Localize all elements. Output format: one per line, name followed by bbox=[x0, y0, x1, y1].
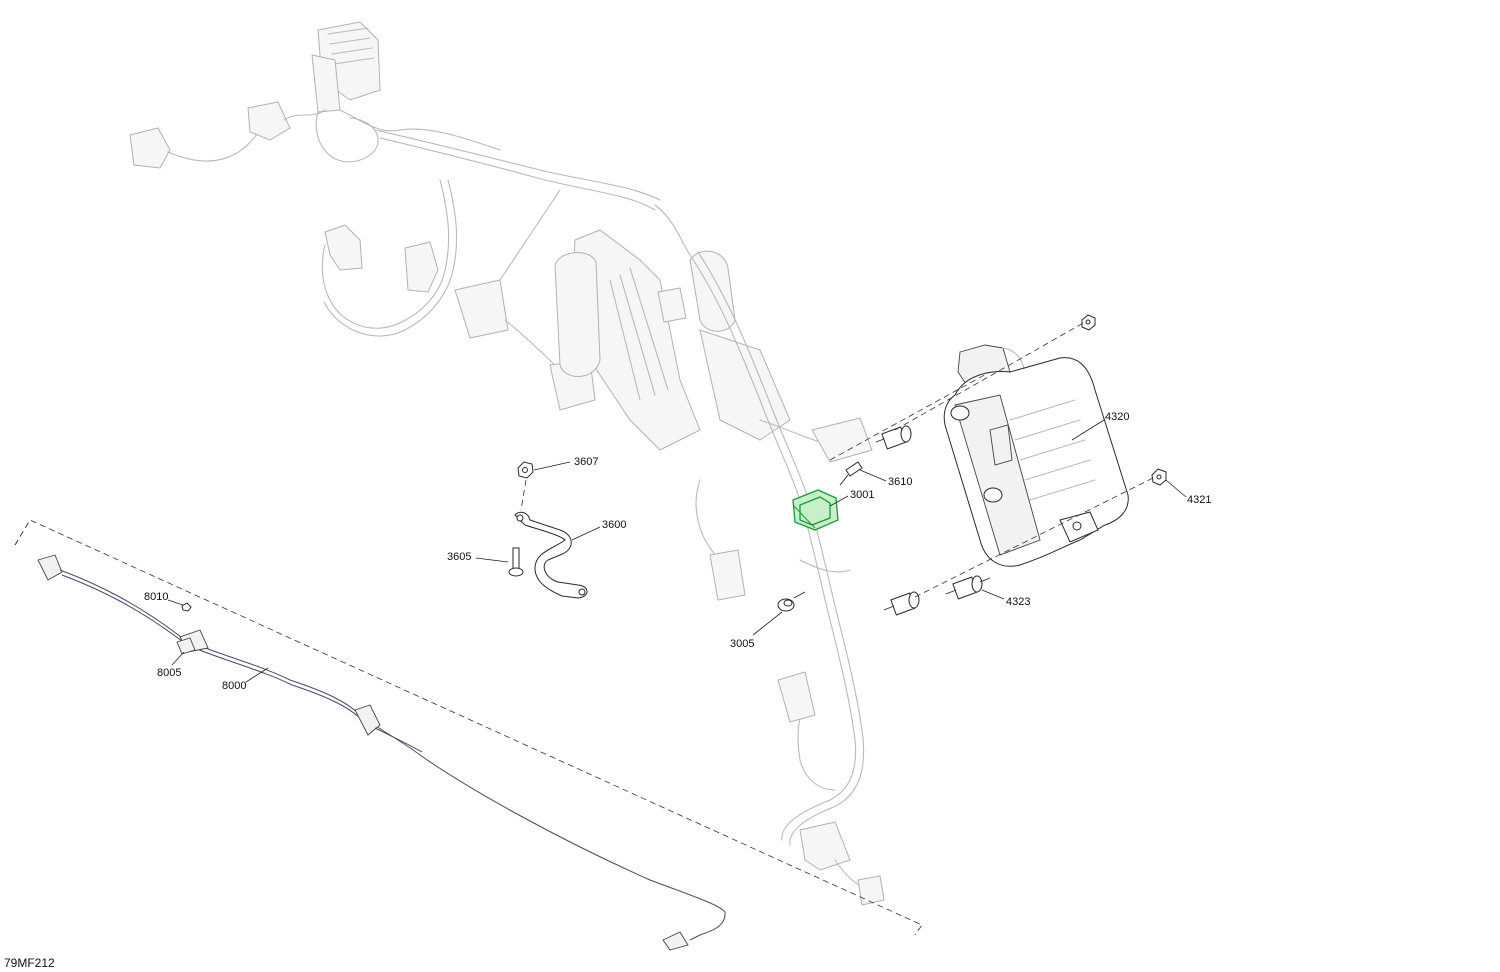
callout-3005: 3005 bbox=[730, 638, 754, 650]
main-wiring-harness bbox=[129, 21, 885, 906]
screw-3605 bbox=[508, 547, 524, 577]
voltage-regulator bbox=[943, 344, 1129, 567]
callout-8000: 8000 bbox=[222, 680, 246, 692]
callout-3610: 3610 bbox=[888, 476, 912, 488]
spacer-4323-lower-left bbox=[883, 591, 920, 616]
extension-harness-8000 bbox=[37, 554, 726, 951]
callout-8010: 8010 bbox=[144, 591, 168, 603]
spacer-4323-lower-right bbox=[945, 575, 991, 600]
diagram-reference-code: 79MF212 bbox=[4, 956, 55, 970]
callout-3600: 3600 bbox=[602, 519, 626, 531]
callout-4321: 4321 bbox=[1187, 494, 1211, 506]
spacer-4323-upper bbox=[875, 425, 912, 450]
tie-8010 bbox=[181, 602, 192, 612]
clip-8005 bbox=[176, 637, 196, 655]
harness-8000-boundary bbox=[14, 519, 923, 936]
nut-4321-top bbox=[1081, 314, 1096, 331]
callout-3605: 3605 bbox=[447, 551, 471, 563]
callout-3607: 3607 bbox=[574, 456, 598, 468]
nut-4321 bbox=[1151, 468, 1167, 486]
grommet-3005 bbox=[777, 591, 806, 612]
callout-4323: 4323 bbox=[1006, 596, 1030, 608]
connector-3001-highlighted bbox=[792, 489, 839, 531]
leader-lines bbox=[167, 419, 1187, 683]
callout-8005: 8005 bbox=[157, 667, 181, 679]
callout-4320: 4320 bbox=[1105, 411, 1129, 423]
callout-3001: 3001 bbox=[850, 489, 874, 501]
callout-labels: 3607 3610 3001 3600 3605 3005 4320 4321 … bbox=[4, 411, 1211, 970]
nut-3607 bbox=[517, 461, 534, 479]
screw-3610 bbox=[839, 461, 863, 486]
ground-cable-3600 bbox=[514, 511, 588, 599]
